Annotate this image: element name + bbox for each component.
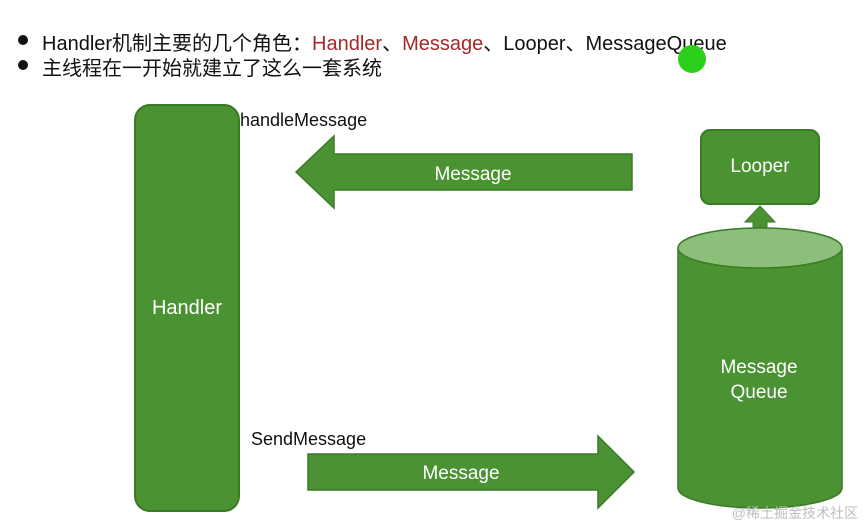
- queue-label-line1: Message: [720, 357, 797, 378]
- looper-box: Looper: [700, 129, 820, 205]
- line1-prefix: Handler机制主要的几个角色：: [42, 33, 313, 55]
- top-arrow-left: [294, 134, 633, 210]
- header-line-2: 主线程在一开始就建立了这么一套系统: [42, 58, 382, 80]
- line1-message: Message: [402, 33, 484, 55]
- header-line-1: Handler机制主要的几个角色：Handler、Message、Looper、…: [42, 27, 727, 56]
- handler-box: Handler: [134, 104, 240, 512]
- top-arrow-label: Message: [434, 164, 511, 185]
- send-message-label: SendMessage: [251, 429, 367, 449]
- bullet-1: [18, 35, 28, 45]
- looper-label: Looper: [730, 156, 790, 177]
- line1-handler: Handler: [312, 33, 383, 55]
- queue-cylinder-top: [677, 227, 843, 269]
- bottom-arrow-right: [307, 434, 636, 510]
- queue-cylinder-body: [677, 248, 843, 509]
- laser-pointer-dot: [678, 45, 706, 73]
- line1-sep: 、: [382, 33, 403, 55]
- handler-label: Handler: [151, 296, 223, 319]
- bottom-arrow-label: Message: [422, 463, 499, 484]
- line1-rest: 、Looper、MessageQueue: [483, 33, 727, 55]
- queue-label-line2: Queue: [730, 382, 787, 403]
- handle-message-label: handleMessage: [240, 110, 368, 130]
- bullet-2: [18, 60, 28, 70]
- watermark: @稀土掘金技术社区: [731, 505, 858, 521]
